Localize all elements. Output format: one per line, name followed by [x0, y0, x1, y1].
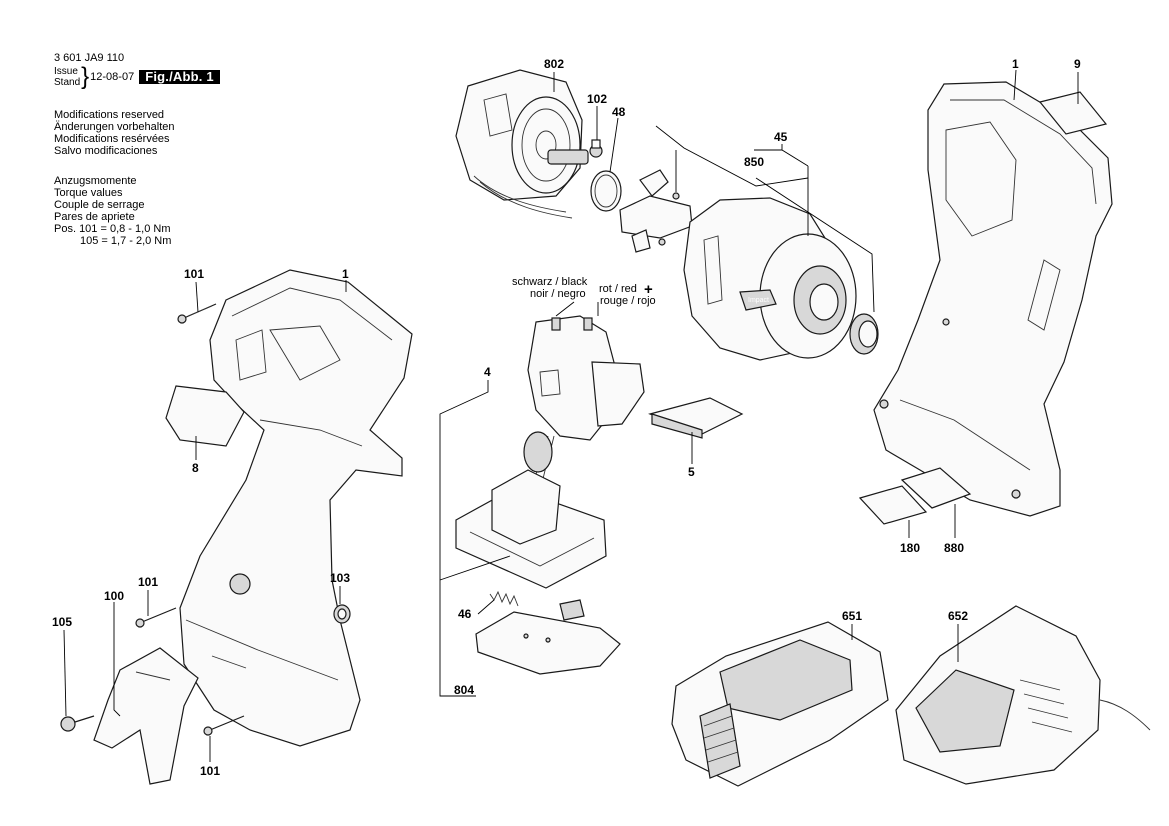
torque-pos-101: Pos. 101 = 0,8 - 1,0 Nm	[54, 223, 171, 235]
callout-101-bottom: 101	[200, 764, 220, 778]
ring-nut-part	[849, 313, 879, 355]
nut-part-103	[333, 604, 351, 624]
callout-48: 48	[612, 105, 626, 119]
callout-5: 5	[688, 465, 695, 479]
callout-180: 180	[900, 541, 920, 555]
callout-103: 103	[330, 571, 350, 585]
stand-label: Stand	[54, 77, 81, 88]
screw-part-105	[60, 715, 95, 732]
modification-notes: Modifications reserved Änderungen vorbeh…	[54, 109, 174, 157]
document-number-text: 3 601 JA9 110	[54, 52, 125, 64]
screw-part-102	[589, 139, 603, 158]
callout-652: 652	[948, 609, 968, 623]
callout-101-top: 101	[184, 267, 204, 281]
screw-part-101-bottom	[203, 715, 245, 736]
o-ring-part-48	[590, 170, 622, 212]
switch-part-4	[527, 315, 645, 441]
callout-45: 45	[774, 130, 788, 144]
callout-4: 4	[484, 365, 491, 379]
callout-880: 880	[944, 541, 964, 555]
screw-part-101-top	[177, 303, 217, 324]
label-part-880	[900, 467, 972, 509]
issue-label: Issue	[54, 66, 78, 77]
belt-clip-part-100	[93, 647, 199, 785]
callout-850: 850	[744, 155, 764, 169]
spindle-part	[619, 169, 693, 253]
note-line: Änderungen vorbehalten	[54, 121, 175, 133]
housing-left-part-1	[179, 269, 413, 747]
wire-label-black: schwarz / black	[512, 276, 588, 288]
label-part-9	[1038, 91, 1108, 135]
gearbox-part-45: Impact	[683, 197, 857, 361]
charger-part-652	[895, 605, 1151, 785]
brand-label: Impact	[748, 297, 769, 304]
plus-sign-icon: +	[644, 281, 653, 298]
spring-part-46	[489, 590, 519, 607]
document-number: 3 601 JA9 110	[54, 52, 124, 64]
battery-pack-part-651	[671, 621, 889, 787]
issue-block: Issue Stand } 12-08-07 Fig./Abb. 1	[54, 63, 220, 90]
callout-651: 651	[842, 609, 862, 623]
callout-101-mid: 101	[138, 575, 158, 589]
torque-values: Anzugsmomente Torque values Couple de se…	[54, 175, 171, 247]
callout-804: 804	[454, 683, 474, 697]
torque-line: Couple de serrage	[54, 199, 145, 211]
torque-line: Pares de apriete	[54, 211, 135, 223]
torque-line: Anzugsmomente	[54, 175, 137, 187]
callout-102: 102	[587, 92, 607, 106]
screw-part-101-mid	[135, 607, 177, 628]
figure-label: Fig./Abb. 1	[139, 70, 220, 84]
contact-block-part	[455, 469, 607, 589]
callout-105: 105	[52, 615, 72, 629]
housing-right-part-1	[873, 81, 1113, 517]
torque-line: Torque values	[54, 187, 123, 199]
label-part-8	[165, 385, 245, 447]
wire-label-black-fr-es: noir / negro	[530, 288, 586, 300]
wire-label-red-fr-es: rouge / rojo	[600, 295, 656, 307]
issue-labels: Issue Stand	[54, 66, 80, 88]
callout-9: 9	[1074, 57, 1081, 71]
label-part-180	[858, 485, 928, 525]
callout-46: 46	[458, 607, 472, 621]
callout-802: 802	[544, 57, 564, 71]
note-line: Salvo modificaciones	[54, 145, 158, 157]
note-line: Modifications resérvées	[54, 133, 170, 145]
leader-lines	[63, 69, 1079, 762]
battery-latch-part-804	[475, 599, 621, 675]
trigger-cover-part-5	[648, 397, 744, 439]
callout-8: 8	[192, 461, 199, 475]
brace-glyph: }	[81, 63, 90, 90]
motor-part-802	[455, 69, 589, 219]
issue-date: 12-08-07	[90, 71, 135, 83]
callout-1-left: 1	[342, 267, 349, 281]
torque-pos-105: 105 = 1,7 - 2,0 Nm	[80, 235, 172, 247]
note-line: Modifications reserved	[54, 109, 165, 121]
callout-1-right: 1	[1012, 57, 1019, 71]
wire-label-red: rot / red	[599, 283, 637, 295]
callout-100: 100	[104, 589, 124, 603]
